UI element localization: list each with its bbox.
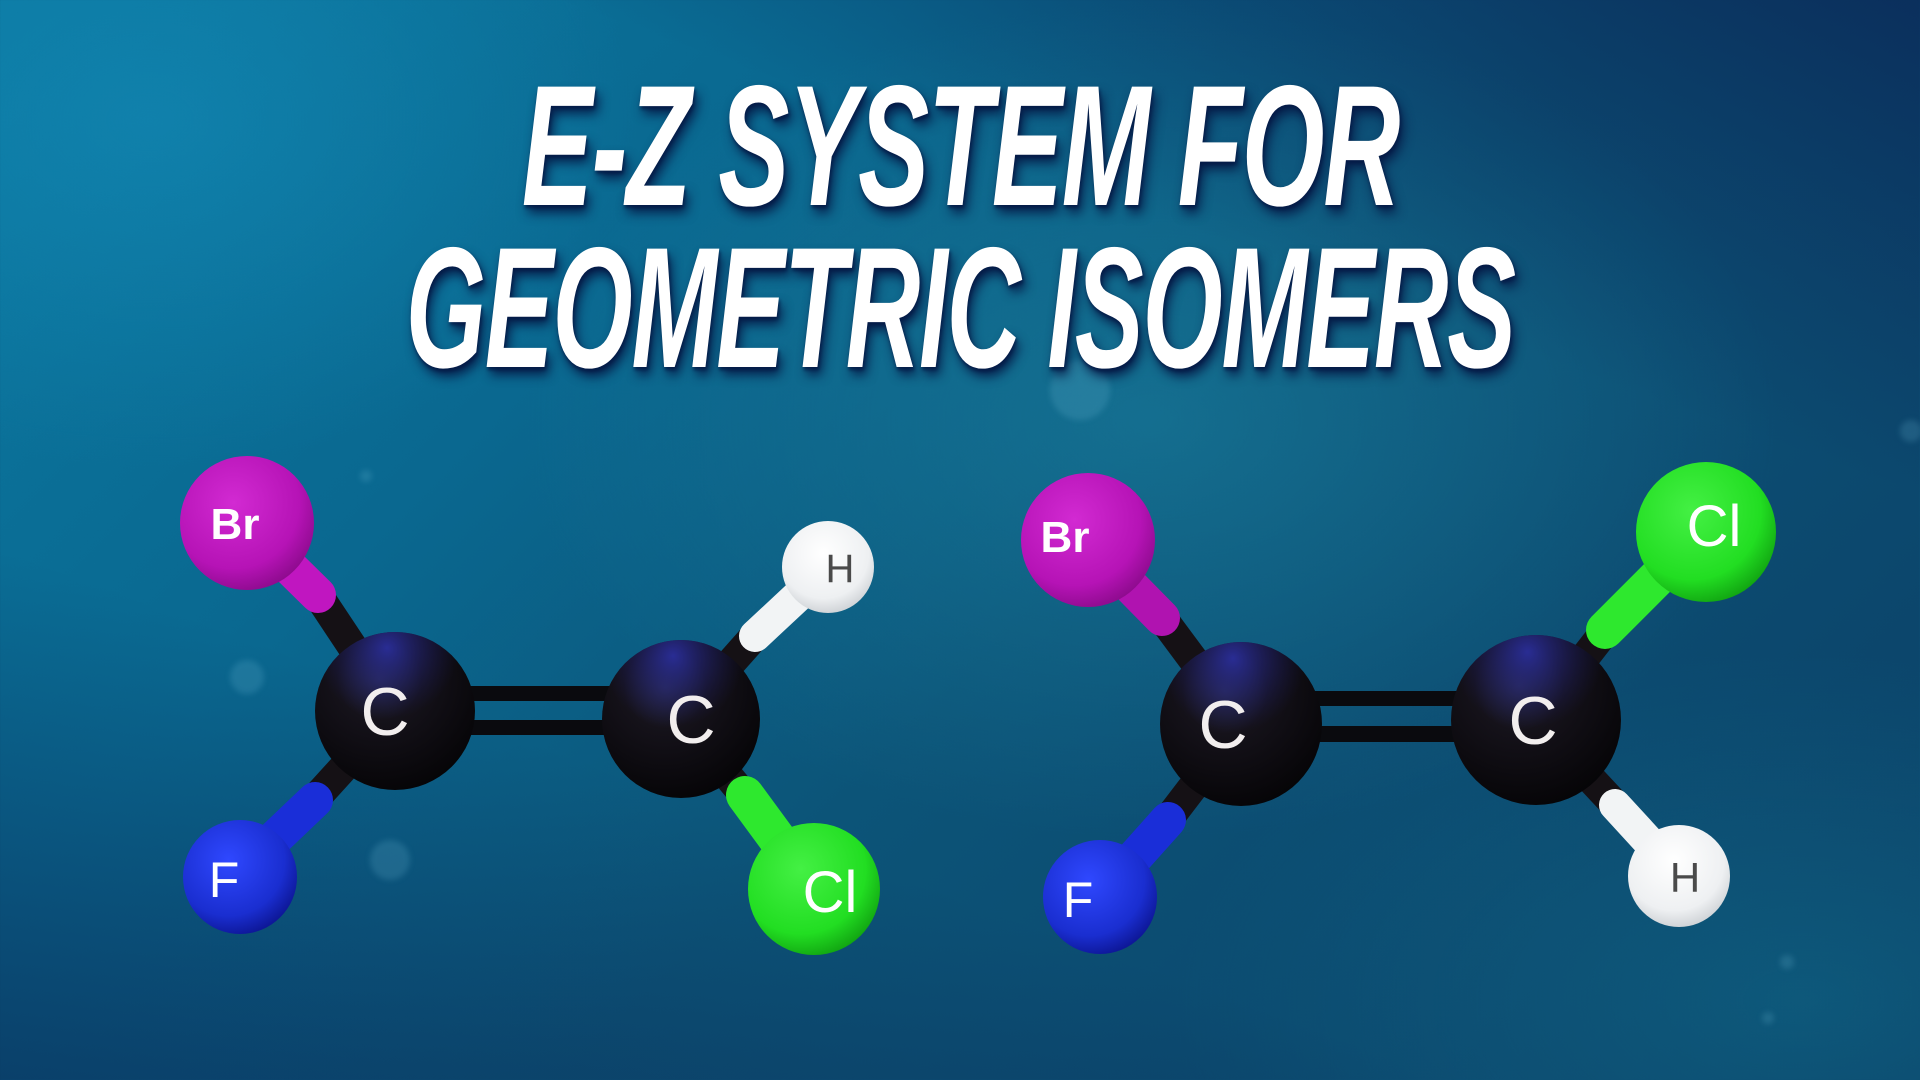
atom-chlorine: Cl — [1636, 462, 1776, 602]
bokeh-particle — [1762, 1012, 1774, 1024]
bokeh-particle — [360, 470, 372, 482]
atom-fluorine: F — [1043, 840, 1157, 954]
atom-label: H — [1670, 854, 1700, 901]
bokeh-particle — [230, 660, 264, 694]
atom-label: Br — [1041, 513, 1090, 562]
atom-label: C — [360, 674, 409, 750]
atom-label: Cl — [1687, 494, 1742, 559]
atom-label: F — [209, 852, 240, 908]
atom-fluorine: F — [183, 820, 297, 934]
atom-hydrogen: H — [1628, 825, 1730, 927]
atom-carbon-2: C — [1451, 635, 1621, 805]
title-line-2-text: GEOMETRIC ISOMERS — [405, 212, 1515, 404]
bokeh-particle — [1780, 955, 1794, 969]
atom-label: C — [1198, 687, 1247, 763]
double-bond — [450, 686, 630, 735]
atom-label: Cl — [803, 860, 858, 925]
atom-bromine: Br — [180, 456, 314, 590]
atom-hydrogen: H — [782, 521, 874, 613]
atom-carbon-1: C — [315, 632, 475, 790]
atom-carbon-1: C — [1160, 642, 1322, 806]
bokeh-particle — [370, 840, 410, 880]
atom-label: Br — [211, 500, 260, 549]
title-line-2: GEOMETRIC ISOMERS — [0, 222, 1920, 394]
atom-chlorine: Cl — [748, 823, 880, 955]
left-molecule: Br F H Cl C C — [180, 456, 880, 955]
atom-label: F — [1063, 872, 1094, 928]
atom-label: H — [826, 547, 855, 591]
title-line-1-text: E-Z SYSTEM FOR — [521, 50, 1400, 242]
atom-carbon-2: C — [602, 640, 760, 798]
atom-label: C — [666, 682, 715, 758]
title-line-1: E-Z SYSTEM FOR — [0, 60, 1920, 232]
atom-label: C — [1508, 683, 1557, 759]
double-bond — [1300, 691, 1480, 742]
bokeh-particle — [1050, 360, 1110, 420]
atom-bromine: Br — [1021, 473, 1155, 607]
bokeh-particle — [1900, 420, 1920, 442]
right-molecule: Br F Cl H C C — [1021, 462, 1776, 954]
